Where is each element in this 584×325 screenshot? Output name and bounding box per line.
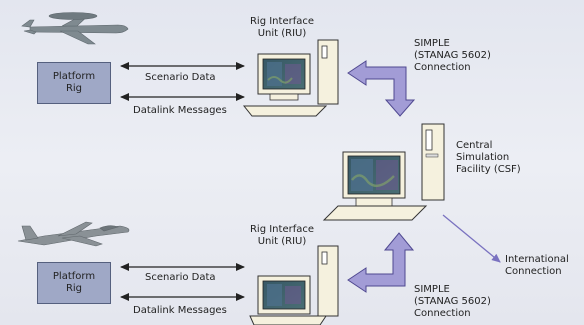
international-connection-label: International Connection bbox=[505, 254, 569, 278]
datalink-messages-label-2: Datalink Messages bbox=[133, 305, 227, 316]
platform-rig-box-2: Platform Rig bbox=[37, 262, 111, 304]
riu-label-2-line1: Rig Interface bbox=[249, 224, 315, 235]
simple-connection-arrow-1 bbox=[347, 60, 416, 117]
csf-label: Central Simulation Facility (CSF) bbox=[456, 140, 521, 176]
riu-computer-1-icon bbox=[242, 39, 339, 117]
platform-rig-1-line1: Platform bbox=[52, 71, 96, 82]
datalink-messages-label-1: Datalink Messages bbox=[133, 105, 227, 116]
riu-label-2: Rig Interface Unit (RIU) bbox=[246, 224, 318, 248]
riu-label-1: Rig Interface Unit (RIU) bbox=[246, 16, 318, 40]
simple-1-line3: Connection bbox=[414, 62, 471, 73]
csf-computer-icon bbox=[322, 123, 445, 221]
international-line2: Connection bbox=[505, 266, 562, 277]
awacs-aircraft-icon bbox=[21, 12, 129, 45]
simple-2-line1: SIMPLE bbox=[414, 284, 450, 295]
simple-2-line3: Connection bbox=[414, 308, 471, 319]
csf-line3: Facility (CSF) bbox=[456, 164, 521, 175]
riu-label-1-line1: Rig Interface bbox=[249, 16, 315, 27]
scenario-data-label-2: Scenario Data bbox=[145, 272, 216, 283]
simple-connection-label-2: SIMPLE (STANAG 5602) Connection bbox=[414, 284, 491, 320]
simple-connection-arrow-2 bbox=[347, 232, 415, 293]
international-connection-arrow bbox=[442, 214, 501, 263]
platform-rig-2-line2: Rig bbox=[65, 283, 83, 294]
international-line1: International bbox=[505, 254, 569, 265]
simple-connection-label-1: SIMPLE (STANAG 5602) Connection bbox=[414, 38, 491, 74]
riu-computer-2-icon bbox=[249, 245, 339, 325]
csf-line1: Central bbox=[456, 140, 493, 151]
simple-2-line2: (STANAG 5602) bbox=[414, 296, 491, 307]
simple-1-line2: (STANAG 5602) bbox=[414, 50, 491, 61]
platform-rig-2-line1: Platform bbox=[52, 271, 96, 282]
fighter-aircraft-icon bbox=[17, 221, 130, 247]
scenario-data-label-1: Scenario Data bbox=[145, 72, 216, 83]
platform-rig-1-line2: Rig bbox=[65, 83, 83, 94]
platform-rig-box-1: Platform Rig bbox=[37, 62, 111, 104]
csf-line2: Simulation bbox=[456, 152, 510, 163]
simple-1-line1: SIMPLE bbox=[414, 38, 450, 49]
riu-label-2-line2: Unit (RIU) bbox=[257, 236, 307, 247]
riu-label-1-line2: Unit (RIU) bbox=[257, 28, 307, 39]
